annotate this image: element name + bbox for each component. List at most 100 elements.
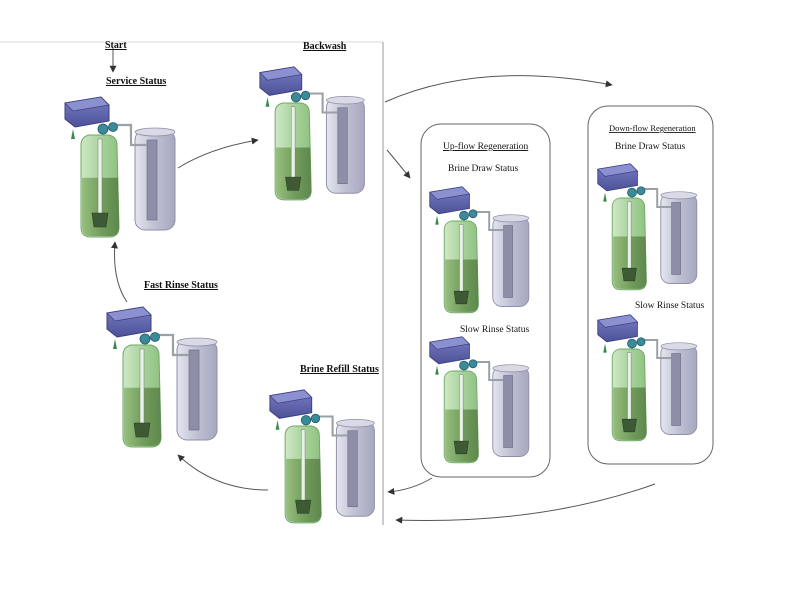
bottom-screen bbox=[453, 440, 469, 455]
bottom-screen bbox=[285, 176, 302, 191]
valve-fitting bbox=[636, 186, 646, 196]
valve-fitting bbox=[459, 360, 469, 371]
valve-fitting bbox=[627, 187, 637, 198]
downflow-slow-rinse-label: Slow Rinse Status bbox=[635, 301, 704, 311]
drain-drip bbox=[113, 339, 117, 349]
distributor-tube bbox=[301, 429, 306, 508]
softener-unit-backwash bbox=[259, 66, 365, 201]
valve-fitting bbox=[627, 338, 637, 349]
control-valve-top bbox=[64, 96, 110, 112]
brine-well bbox=[347, 430, 358, 508]
brine-line bbox=[153, 333, 189, 357]
downflow-title-label: Down-flow Regeneration bbox=[609, 123, 696, 133]
valve-fitting bbox=[468, 209, 478, 219]
brine-well bbox=[188, 349, 200, 431]
upflow-slow-rinse-label: Slow Rinse Status bbox=[460, 325, 529, 335]
control-valve-top bbox=[259, 66, 303, 81]
softener-unit-upflow-brine-draw bbox=[429, 186, 530, 314]
brine-well bbox=[671, 353, 681, 426]
softener-unit-fast-rinse bbox=[106, 306, 218, 448]
fast-rinse-label: Fast Rinse Status bbox=[144, 280, 218, 291]
brine-tank-top bbox=[336, 418, 375, 428]
valve-fitting bbox=[459, 210, 469, 221]
distributor-tube bbox=[97, 138, 103, 222]
upflow-regeneration-box bbox=[420, 123, 551, 478]
distributor-tube bbox=[291, 106, 296, 185]
arrow-refill-to-fastrinse bbox=[177, 454, 269, 491]
valve-fitting bbox=[636, 337, 646, 347]
brine-tank-top bbox=[176, 337, 218, 347]
brine-line bbox=[639, 339, 672, 359]
brine-tank-top bbox=[660, 342, 698, 351]
control-valve-top bbox=[429, 336, 471, 350]
distributor-tube bbox=[139, 348, 145, 432]
arrow-backwash-to-regeneration bbox=[384, 75, 613, 103]
valve-fitting bbox=[108, 122, 118, 132]
valve-fitting bbox=[139, 333, 151, 345]
brine-refill-label: Brine Refill Status bbox=[300, 364, 379, 375]
brine-well bbox=[146, 139, 158, 221]
brine-line bbox=[303, 92, 338, 114]
softener-unit-downflow-brine-draw bbox=[597, 163, 698, 291]
control-valve-top bbox=[429, 186, 471, 200]
brine-tank-top bbox=[326, 95, 365, 105]
backwash-label: Backwash bbox=[303, 41, 347, 52]
valve-fitting bbox=[300, 90, 311, 101]
start-label: Start bbox=[105, 40, 127, 51]
drain-drip bbox=[435, 365, 439, 375]
brine-tank-top bbox=[660, 191, 698, 200]
brine-well bbox=[671, 202, 681, 275]
valve-fitting bbox=[150, 332, 160, 342]
brine-well bbox=[503, 375, 513, 448]
valve-fitting bbox=[300, 415, 312, 426]
brine-line bbox=[639, 188, 672, 208]
bottom-screen bbox=[621, 418, 637, 433]
valve-fitting bbox=[310, 413, 321, 424]
control-valve-top bbox=[597, 163, 639, 177]
brine-line bbox=[313, 415, 348, 437]
softener-unit-service bbox=[64, 96, 176, 238]
arrow-into-upflow bbox=[386, 149, 411, 179]
drain-drip bbox=[275, 420, 280, 430]
bottom-screen bbox=[295, 499, 312, 514]
brine-line bbox=[471, 361, 504, 381]
brine-line bbox=[471, 211, 504, 231]
softener-unit-brine-refill bbox=[269, 389, 375, 524]
brine-tank-top bbox=[492, 364, 530, 373]
valve-fitting bbox=[97, 123, 109, 135]
service-status-label: Service Status bbox=[106, 76, 166, 87]
brine-well bbox=[503, 225, 513, 298]
drain-drip bbox=[265, 97, 270, 107]
drain-drip bbox=[71, 129, 75, 139]
bottom-screen bbox=[621, 267, 637, 282]
distributor-tube bbox=[627, 352, 632, 427]
upflow-title-label: Up-flow Regeneration bbox=[443, 141, 528, 152]
arrow-upflow-to-refill bbox=[387, 477, 433, 495]
valve-fitting bbox=[468, 359, 478, 369]
control-valve-top bbox=[269, 389, 313, 404]
brine-line bbox=[111, 123, 147, 147]
upflow-brine-draw-label: Brine Draw Status bbox=[448, 164, 518, 174]
bottom-screen bbox=[91, 212, 109, 228]
arrow-fastrinse-to-service bbox=[111, 241, 128, 303]
drain-drip bbox=[435, 215, 439, 225]
distributor-tube bbox=[459, 224, 464, 299]
arrow-downflow-return bbox=[395, 483, 656, 524]
bottom-screen bbox=[453, 290, 469, 305]
softener-unit-downflow-slow-rinse bbox=[597, 314, 698, 442]
drain-drip bbox=[603, 192, 607, 202]
control-valve-top bbox=[597, 314, 639, 328]
bottom-screen bbox=[133, 422, 151, 438]
valve-fitting bbox=[290, 92, 302, 103]
arrow-service-to-backwash bbox=[177, 137, 259, 169]
brine-well bbox=[337, 107, 348, 185]
distributor-tube bbox=[627, 201, 632, 276]
control-valve-top bbox=[106, 306, 152, 322]
brine-tank-top bbox=[492, 214, 530, 223]
softener-unit-upflow-slow-rinse bbox=[429, 336, 530, 464]
brine-tank-top bbox=[134, 127, 176, 137]
downflow-regeneration-box bbox=[587, 105, 714, 465]
flow-arrows bbox=[109, 48, 656, 524]
downflow-brine-draw-label: Brine Draw Status bbox=[615, 142, 685, 152]
